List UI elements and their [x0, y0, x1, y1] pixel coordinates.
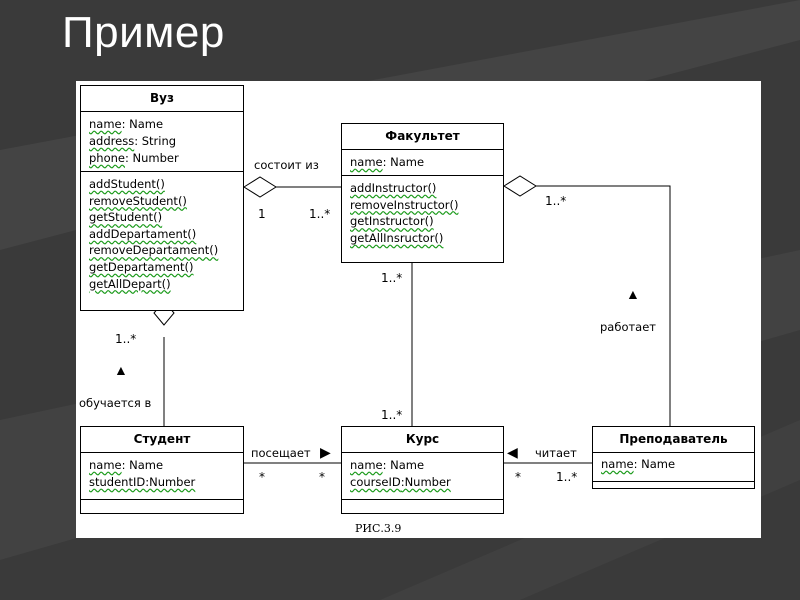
multiplicity-fakultet-kurs-kurs: 1..*: [381, 408, 403, 422]
attribute-row: name: Name: [350, 155, 425, 169]
association-label-prepodavatel-kurs: читает: [535, 446, 577, 460]
class-vuz-name: Вуз: [81, 86, 243, 112]
class-kurs-attributes: name: Name courseID:Number: [342, 453, 503, 500]
operation-row: addInstructor(): [350, 181, 437, 195]
class-student-attributes: name: Name studentID:Number: [81, 453, 243, 500]
multiplicity-prepodavatel-kurs-kurs: *: [515, 470, 521, 484]
attribute-row: courseID:Number: [350, 475, 451, 489]
class-prepodavatel-name: Преподаватель: [593, 427, 754, 453]
attribute-row: name: Name: [350, 458, 425, 472]
direction-up-arrow-icon: ▲: [114, 362, 128, 378]
direction-left-arrow-icon: ◀: [507, 444, 518, 460]
multiplicity-fakultet-prepodavatel: 1..*: [545, 194, 567, 208]
aggregation-diamond-vuz: [243, 176, 277, 198]
operation-row: getDepartament(): [89, 259, 194, 274]
operation-row: addStudent(): [89, 177, 165, 191]
slide-title: Пример: [62, 8, 225, 57]
direction-right-arrow-icon: ▶: [320, 444, 331, 460]
class-prepodavatel[interactable]: Преподаватель name: Name: [592, 426, 755, 489]
attribute-row: name: Name: [89, 117, 164, 131]
class-vuz-operations: addStudent() removeStudent() getStudent(…: [81, 172, 243, 296]
operation-row: removeStudent(): [89, 193, 187, 208]
attribute-row: studentID:Number: [89, 475, 196, 489]
class-fakultet-name: Факультет: [342, 124, 503, 150]
association-label-vuz-fakultet: состоит из: [254, 158, 319, 172]
class-student-name: Студент: [81, 427, 243, 453]
operation-row: removeInstructor(): [350, 197, 459, 212]
association-label-vuz-student: обучается в: [79, 396, 152, 410]
diagram-canvas: Вуз name: Name address: String phone: Nu…: [76, 81, 761, 538]
aggregation-diamond-fakultet: [503, 175, 537, 197]
operation-row: getAllInsructor(): [350, 230, 444, 245]
operation-row: addDepartament(): [89, 226, 197, 241]
class-fakultet-operations: addInstructor() removeInstructor() getIn…: [342, 176, 503, 250]
direction-up-arrow-icon: ▲: [626, 286, 640, 302]
operation-row: getInstructor(): [350, 214, 434, 229]
attribute-row: name: Name: [89, 458, 164, 472]
class-kurs[interactable]: Курс name: Name courseID:Number: [341, 426, 504, 514]
line-fakultet-prepodavatel: [536, 185, 671, 426]
multiplicity-student-kurs-kurs: *: [319, 470, 325, 484]
attribute-row: phone: Number: [89, 151, 179, 165]
multiplicity-prepodavatel-kurs-prepodavatel: 1..*: [556, 470, 578, 484]
multiplicity-vuz-fakultet-vuz: 1: [258, 207, 266, 221]
operation-row: getAllDepart(): [89, 276, 171, 291]
attribute-row: address: String: [89, 134, 177, 148]
class-vuz-attributes: name: Name address: String phone: Number: [81, 112, 243, 172]
operation-row: getStudent(): [89, 210, 163, 225]
association-label-fakultet-prepodavatel: работает: [600, 320, 656, 334]
operation-row: removeDepartament(): [89, 243, 219, 258]
multiplicity-fakultet-kurs-fakultet: 1..*: [381, 271, 403, 285]
class-vuz[interactable]: Вуз name: Name address: String phone: Nu…: [80, 85, 244, 311]
attribute-row: name: Name: [601, 457, 676, 471]
class-prepodavatel-attributes: name: Name: [593, 453, 754, 482]
association-label-student-kurs: посещает: [251, 446, 311, 460]
class-student[interactable]: Студент name: Name studentID:Number: [80, 426, 244, 514]
class-fakultet[interactable]: Факультет name: Name addInstructor() rem…: [341, 123, 504, 263]
multiplicity-vuz-student: 1..*: [115, 332, 137, 346]
multiplicity-vuz-fakultet-fakultet: 1..*: [309, 207, 331, 221]
figure-caption: РИС.3.9: [355, 522, 402, 535]
class-fakultet-attributes: name: Name: [342, 150, 503, 176]
multiplicity-student-kurs-student: *: [259, 470, 265, 484]
class-kurs-name: Курс: [342, 427, 503, 453]
